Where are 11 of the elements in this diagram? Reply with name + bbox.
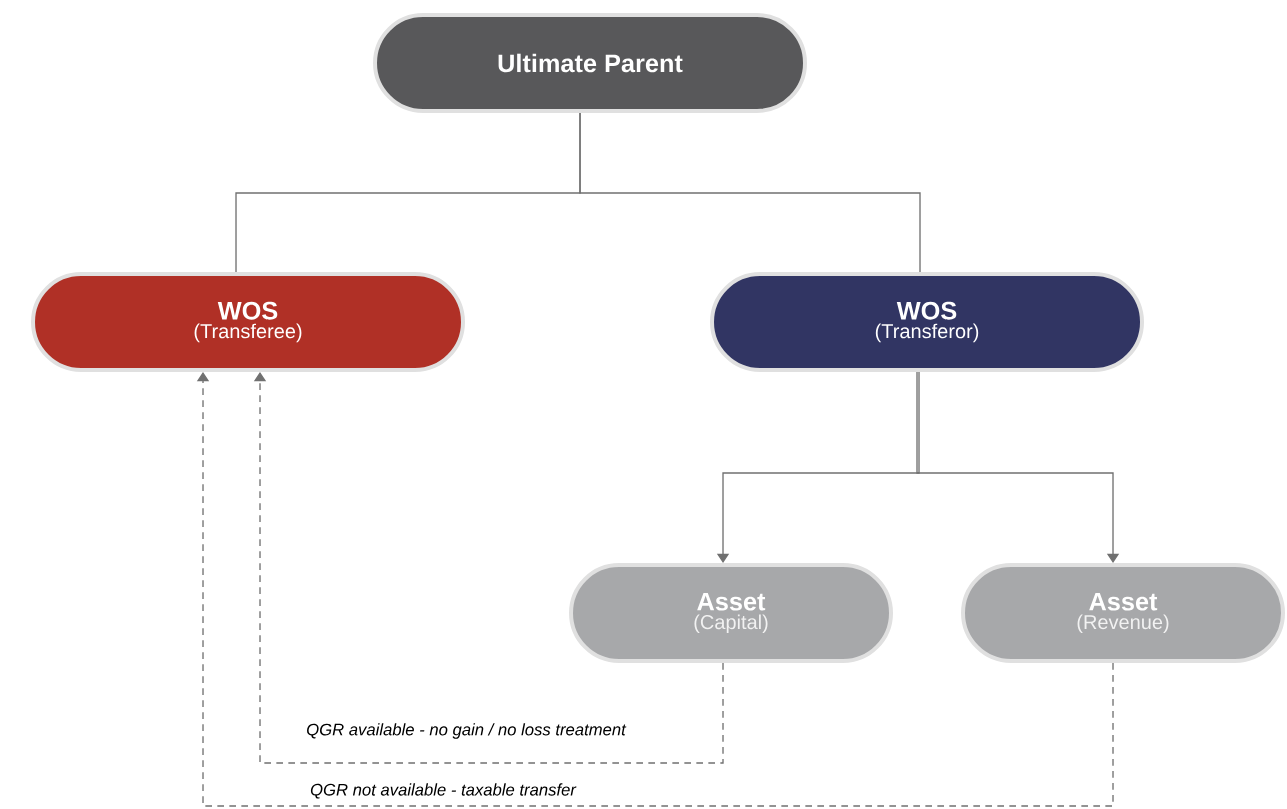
pill-box: Asset (Capital): [569, 563, 893, 663]
connector: [916, 371, 1120, 563]
pill-box: Asset (Revenue): [961, 563, 1285, 663]
connector: [253, 372, 724, 764]
connector: [579, 112, 921, 273]
pill-box: Ultimate Parent: [373, 13, 807, 113]
pill-box: WOS (Transferee): [31, 272, 465, 372]
edge-label: QGR available - no gain / no loss treatment: [307, 723, 627, 739]
edge-label: QGR not available - taxable transfer: [310, 783, 577, 799]
connector: [196, 372, 1114, 807]
pill-box: WOS (Transferor): [710, 272, 1144, 372]
